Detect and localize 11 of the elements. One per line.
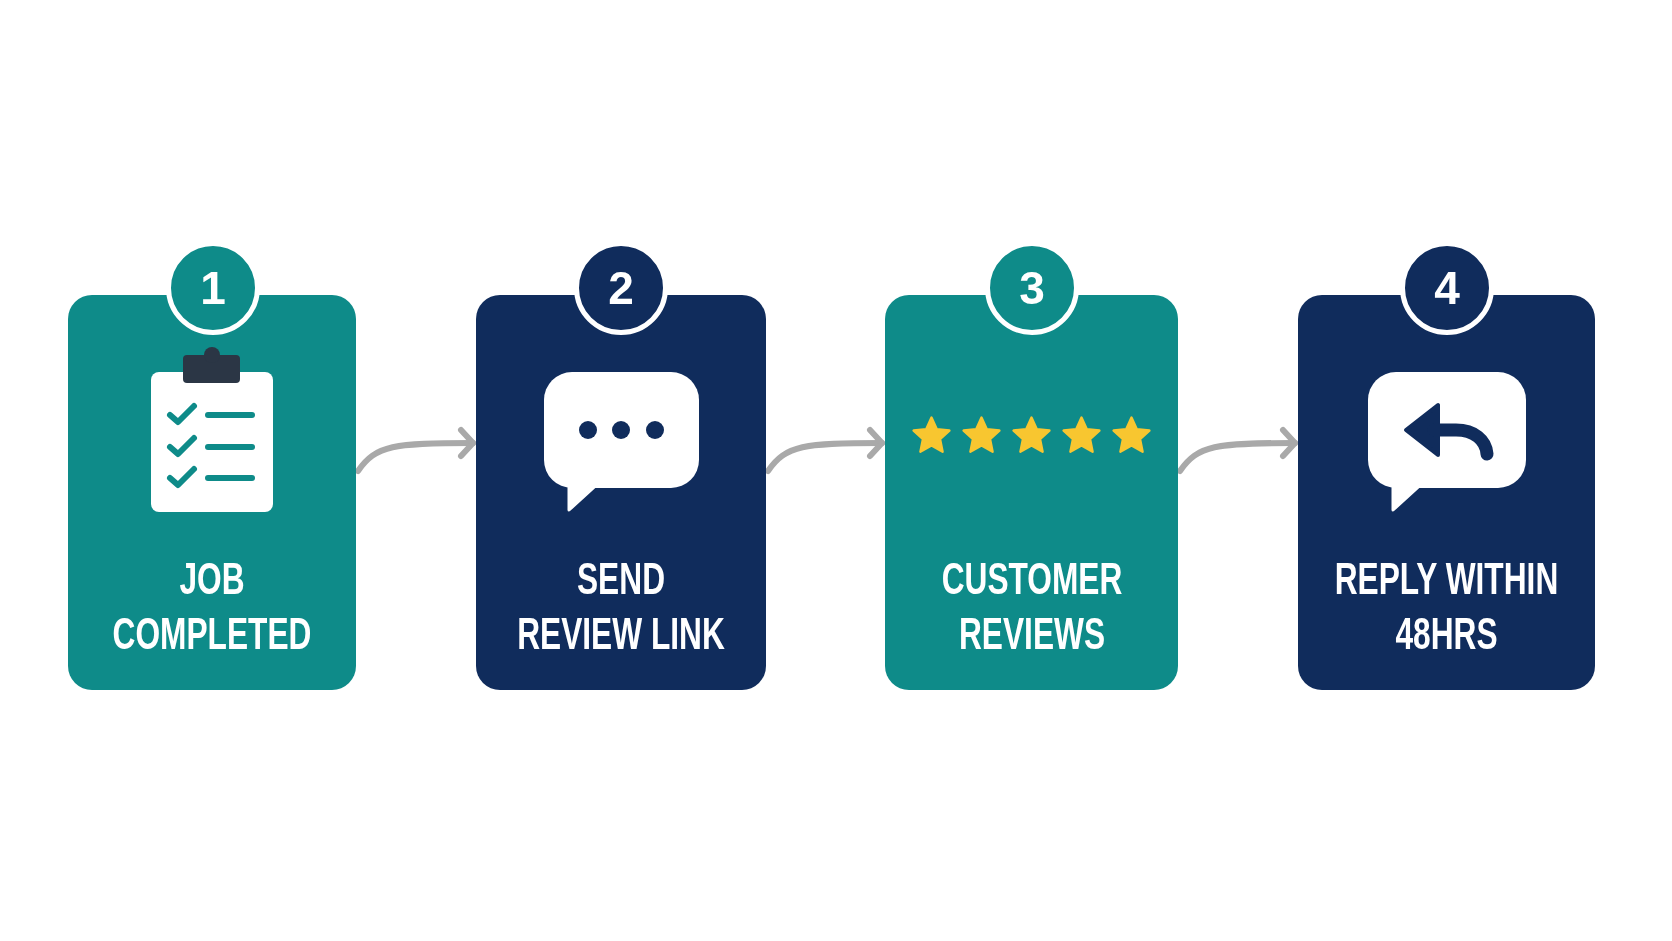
step-title: CUSTOMER REVIEWS	[940, 553, 1123, 660]
step-number: 3	[1019, 265, 1045, 311]
step-number: 1	[200, 265, 226, 311]
step-number: 2	[608, 265, 634, 311]
curved-arrow	[765, 427, 885, 474]
curved-arrow	[1177, 427, 1298, 474]
step-number: 4	[1434, 265, 1460, 311]
step-title: JOB COMPLETED	[111, 553, 313, 660]
curved-arrow	[355, 427, 476, 474]
step-title: REPLY WITHIN 48HRS	[1333, 553, 1560, 660]
step-title: SEND REVIEW LINK	[516, 553, 726, 660]
